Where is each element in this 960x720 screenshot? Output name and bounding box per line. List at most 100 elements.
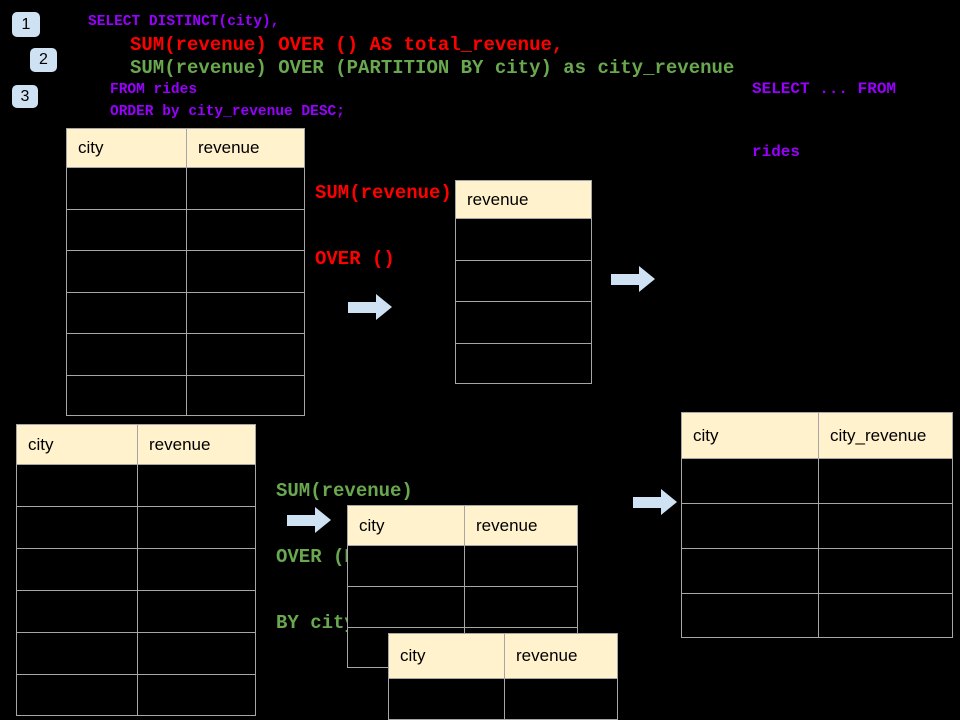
annotation-line: SUM(revenue) xyxy=(315,182,452,204)
sql-line-from: FROM rides xyxy=(110,82,198,98)
table-header-row: city revenue xyxy=(348,506,577,545)
table-cell xyxy=(456,219,591,260)
table-cell xyxy=(17,633,137,674)
table-cell xyxy=(389,679,504,719)
table-row xyxy=(348,545,577,586)
table-cell xyxy=(186,209,304,250)
table-source-partition: city revenue xyxy=(16,424,256,716)
table-row xyxy=(456,342,591,385)
table-row xyxy=(348,586,577,627)
step-badge-2: 2 xyxy=(30,48,57,72)
arrow-shaft xyxy=(287,514,315,526)
table-result: city city_revenue xyxy=(681,412,953,638)
annotation-total-revenue: SUM(revenue) OVER () xyxy=(315,138,452,314)
table-row xyxy=(17,548,255,590)
table-row xyxy=(17,590,255,632)
table-row xyxy=(17,632,255,674)
annotation-line: SUM(revenue) xyxy=(276,480,413,502)
sql-line-partition: SUM(revenue) OVER (PARTITION BY city) as… xyxy=(130,57,735,79)
table-cell xyxy=(186,334,304,375)
table-cell xyxy=(17,549,137,590)
table-cell xyxy=(504,679,617,719)
table-row xyxy=(67,250,304,292)
table-cell xyxy=(818,459,952,503)
arrow-right-icon xyxy=(633,489,677,515)
arrow-shaft xyxy=(348,301,376,313)
table-revenue-only: revenue xyxy=(455,180,592,384)
table-cell xyxy=(17,675,137,716)
step-badge-3: 3 xyxy=(12,85,38,108)
table-row xyxy=(67,333,304,375)
table-row xyxy=(67,208,304,251)
arrow-right-icon xyxy=(611,266,655,292)
header-cell-revenue: revenue xyxy=(504,634,617,678)
arrow-head xyxy=(661,489,677,515)
table-cell xyxy=(682,504,818,548)
table-cell xyxy=(67,210,186,251)
table-row xyxy=(17,506,255,548)
table-source-total: city revenue xyxy=(66,128,305,416)
table-cell xyxy=(186,251,304,292)
table-row xyxy=(456,259,591,302)
table-cell xyxy=(186,292,304,333)
table-row xyxy=(67,374,304,417)
header-cell-city: city xyxy=(67,129,186,167)
table-cell xyxy=(137,549,255,590)
table-cell xyxy=(137,591,255,632)
table-row xyxy=(456,218,591,260)
table-cell xyxy=(137,507,255,548)
table-cell xyxy=(348,587,464,627)
header-cell-revenue: revenue xyxy=(137,425,255,464)
table-cell xyxy=(17,507,137,548)
table-row xyxy=(456,301,591,343)
table-cell xyxy=(464,587,577,627)
table-cell xyxy=(67,376,186,417)
table-cell xyxy=(137,633,255,674)
header-cell-city: city xyxy=(389,634,504,678)
table-cell xyxy=(682,549,818,593)
table-cell xyxy=(682,459,818,503)
table-row xyxy=(17,674,255,716)
table-header-row: city revenue xyxy=(67,129,304,167)
table-cell xyxy=(464,546,577,586)
table-cell xyxy=(456,261,591,302)
table-row xyxy=(682,458,952,503)
table-cell xyxy=(17,465,137,506)
table-row xyxy=(682,548,952,593)
table-row xyxy=(389,678,617,719)
table-cell xyxy=(67,168,186,209)
arrow-head xyxy=(639,266,655,292)
table-header-row: revenue xyxy=(456,181,591,218)
arrow-shaft xyxy=(611,273,639,285)
table-cell xyxy=(67,251,186,292)
table-cell xyxy=(137,675,255,716)
header-cell-revenue: revenue xyxy=(464,506,577,545)
arrow-right-icon xyxy=(348,294,392,320)
arrow-head xyxy=(315,507,331,533)
table-partition-b: city revenue xyxy=(388,633,618,720)
table-row xyxy=(682,593,952,638)
table-row xyxy=(682,503,952,548)
step-badge-1: 1 xyxy=(12,12,40,37)
arrow-head xyxy=(376,294,392,320)
header-cell-city: city xyxy=(348,506,464,545)
header-cell-city-revenue: city_revenue xyxy=(818,413,952,458)
table-cell xyxy=(17,591,137,632)
header-cell-city: city xyxy=(17,425,137,464)
table-cell xyxy=(186,168,304,209)
table-header-row: city revenue xyxy=(17,425,255,464)
table-cell xyxy=(137,465,255,506)
arrow-right-icon xyxy=(287,507,331,533)
table-cell xyxy=(818,504,952,548)
sql-line-sum-over: SUM(revenue) OVER () AS total_revenue, xyxy=(130,34,564,56)
table-cell xyxy=(67,293,186,334)
table-row xyxy=(17,464,255,506)
table-header-row: city revenue xyxy=(389,634,617,678)
table-cell xyxy=(348,546,464,586)
table-cell xyxy=(67,334,186,375)
arrow-shaft xyxy=(633,496,661,508)
table-cell xyxy=(456,344,591,385)
side-note-line: rides xyxy=(752,143,801,161)
header-cell-city: city xyxy=(682,413,818,458)
